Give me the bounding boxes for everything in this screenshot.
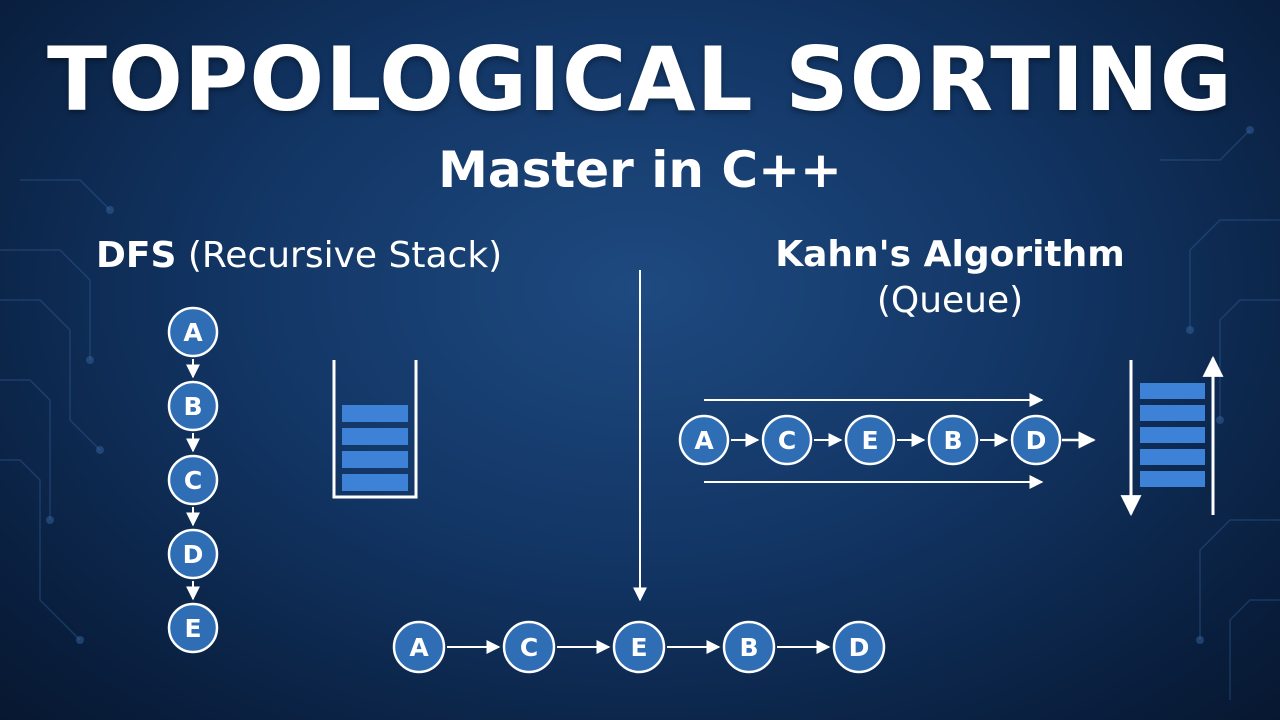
result-node-d (832, 620, 886, 674)
result-node-b (722, 620, 776, 674)
dfs-stack-block (342, 474, 408, 491)
dfs-node-label: E (184, 614, 201, 643)
dfs-node-e (167, 602, 219, 654)
kahn-node-a (678, 414, 730, 466)
dfs-stack-block (342, 428, 408, 445)
dfs-node-d (167, 528, 219, 580)
result-node-label: A (409, 633, 429, 662)
kahn-node-label: A (694, 426, 714, 455)
result-node-label: B (739, 633, 758, 662)
result-node-a (392, 620, 446, 674)
dfs-node-c (167, 454, 219, 506)
dfs-node-label: D (183, 540, 204, 569)
dfs-heading-detail: (Recursive Stack) (187, 235, 503, 276)
page-subtitle: Master in C++ (438, 141, 842, 199)
kahn-node-c (761, 414, 813, 466)
kahn-node-label: E (861, 426, 878, 455)
dfs-node-label: C (184, 466, 202, 495)
dfs-heading-name: DFS (96, 235, 177, 276)
result-node-label: E (630, 633, 647, 662)
dfs-node-b (167, 380, 219, 432)
dfs-chain: A B C D E (167, 306, 219, 654)
dfs-node-label: B (183, 392, 202, 421)
dfs-node-a (167, 306, 219, 358)
queue-block (1140, 405, 1205, 421)
kahn-heading-detail: (Queue) (876, 280, 1024, 321)
result-node-e (612, 620, 666, 674)
kahn-heading: Kahn's Algorithm (Queue) (720, 232, 1180, 324)
result-node-c (502, 620, 556, 674)
kahn-node-label: C (778, 426, 796, 455)
kahn-node-b (927, 414, 979, 466)
kahn-queue (1120, 355, 1224, 517)
dfs-stack-outline (332, 360, 418, 499)
dfs-heading: DFS (Recursive Stack) (96, 234, 502, 278)
kahn-node-d (1010, 414, 1062, 466)
result-node-label: C (520, 633, 538, 662)
kahn-node-label: B (943, 426, 962, 455)
queue-block (1140, 471, 1205, 487)
dfs-node-label: A (183, 318, 203, 347)
result-node-label: D (849, 633, 870, 662)
dfs-stack-block (342, 451, 408, 468)
queue-block (1140, 383, 1205, 399)
dfs-stack (332, 360, 418, 499)
queue-block (1140, 427, 1205, 443)
kahn-node-e (844, 414, 896, 466)
kahn-heading-name: Kahn's Algorithm (775, 234, 1125, 275)
page-title: TOPOLOGICAL SORTING (47, 28, 1233, 131)
kahn-node-label: D (1026, 426, 1047, 455)
queue-block (1140, 449, 1205, 465)
dfs-stack-block (342, 405, 408, 422)
